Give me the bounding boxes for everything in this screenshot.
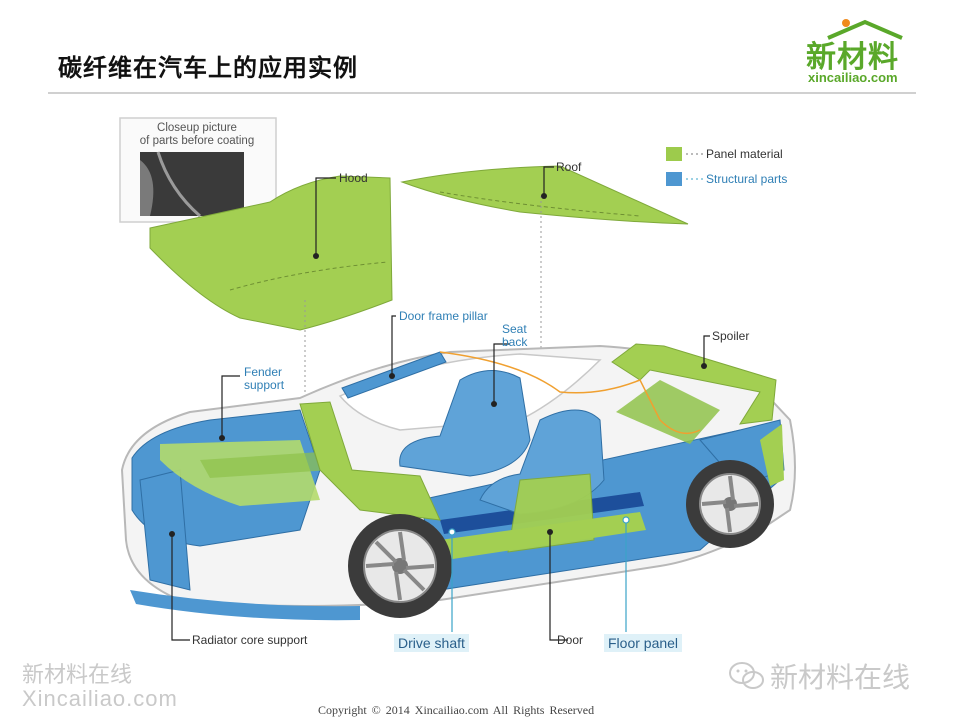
label-door: Door — [557, 633, 584, 647]
closeup-caption: Closeup picture of parts before coating — [122, 122, 272, 148]
closeup-caption-line1: Closeup picture — [157, 122, 237, 134]
watermark-right-cn: 新材料在线 — [770, 661, 911, 694]
logo-text-cn: 新材料 — [806, 40, 899, 75]
legend-swatch-panel — [666, 147, 682, 161]
label-fender-support: Fender support — [244, 366, 284, 392]
logo-roof-icon — [827, 19, 903, 40]
legend-label-structural-parts: Structural parts — [706, 172, 788, 186]
seat-left — [399, 369, 531, 477]
wechat-icon — [729, 662, 764, 689]
label-radiator-core-support: Radiator core support — [192, 633, 308, 647]
copyright-footer: Copyright © 2014 Xincailiao.com All Righ… — [318, 703, 595, 717]
label-spoiler: Spoiler — [712, 329, 750, 343]
radiator-support — [139, 469, 191, 591]
hood-panel — [149, 175, 393, 331]
legend-label-panel-material: Panel material — [706, 147, 783, 161]
label-fender-support-line2: support — [244, 378, 285, 392]
side-sill-panel — [440, 512, 646, 560]
watermark-left-cn: 新材料在线 — [22, 663, 133, 688]
label-drive-shaft: Drive shaft — [394, 634, 469, 652]
rear-wheel — [686, 460, 774, 548]
title-divider — [48, 92, 916, 94]
closeup-caption-line2: of parts before coating — [139, 135, 255, 147]
label-door-frame-pillar: Door frame pillar — [399, 309, 488, 323]
label-seat-back-line1: Seat — [502, 322, 527, 336]
label-roof: Roof — [556, 160, 582, 174]
label-fender-support-line1: Fender — [244, 365, 283, 379]
a-pillar-panel — [299, 401, 441, 521]
watermark-left-en: Xincailiao.com — [22, 686, 178, 711]
front-wheel — [348, 514, 452, 618]
label-seat-back: Seat back — [502, 323, 527, 349]
label-floor-panel: Floor panel — [604, 634, 683, 652]
legend-swatch-structural — [666, 172, 682, 186]
slide-title: 碳纤维在汽车上的应用实例 — [58, 54, 358, 82]
brand-logo[interactable]: 新材料 xincailiao.com — [800, 18, 920, 88]
spoiler-panel — [611, 343, 777, 425]
logo-text-en: xincailiao.com — [808, 70, 898, 85]
label-hood: Hood — [339, 171, 368, 185]
label-seat-back-line2: back — [502, 335, 528, 349]
